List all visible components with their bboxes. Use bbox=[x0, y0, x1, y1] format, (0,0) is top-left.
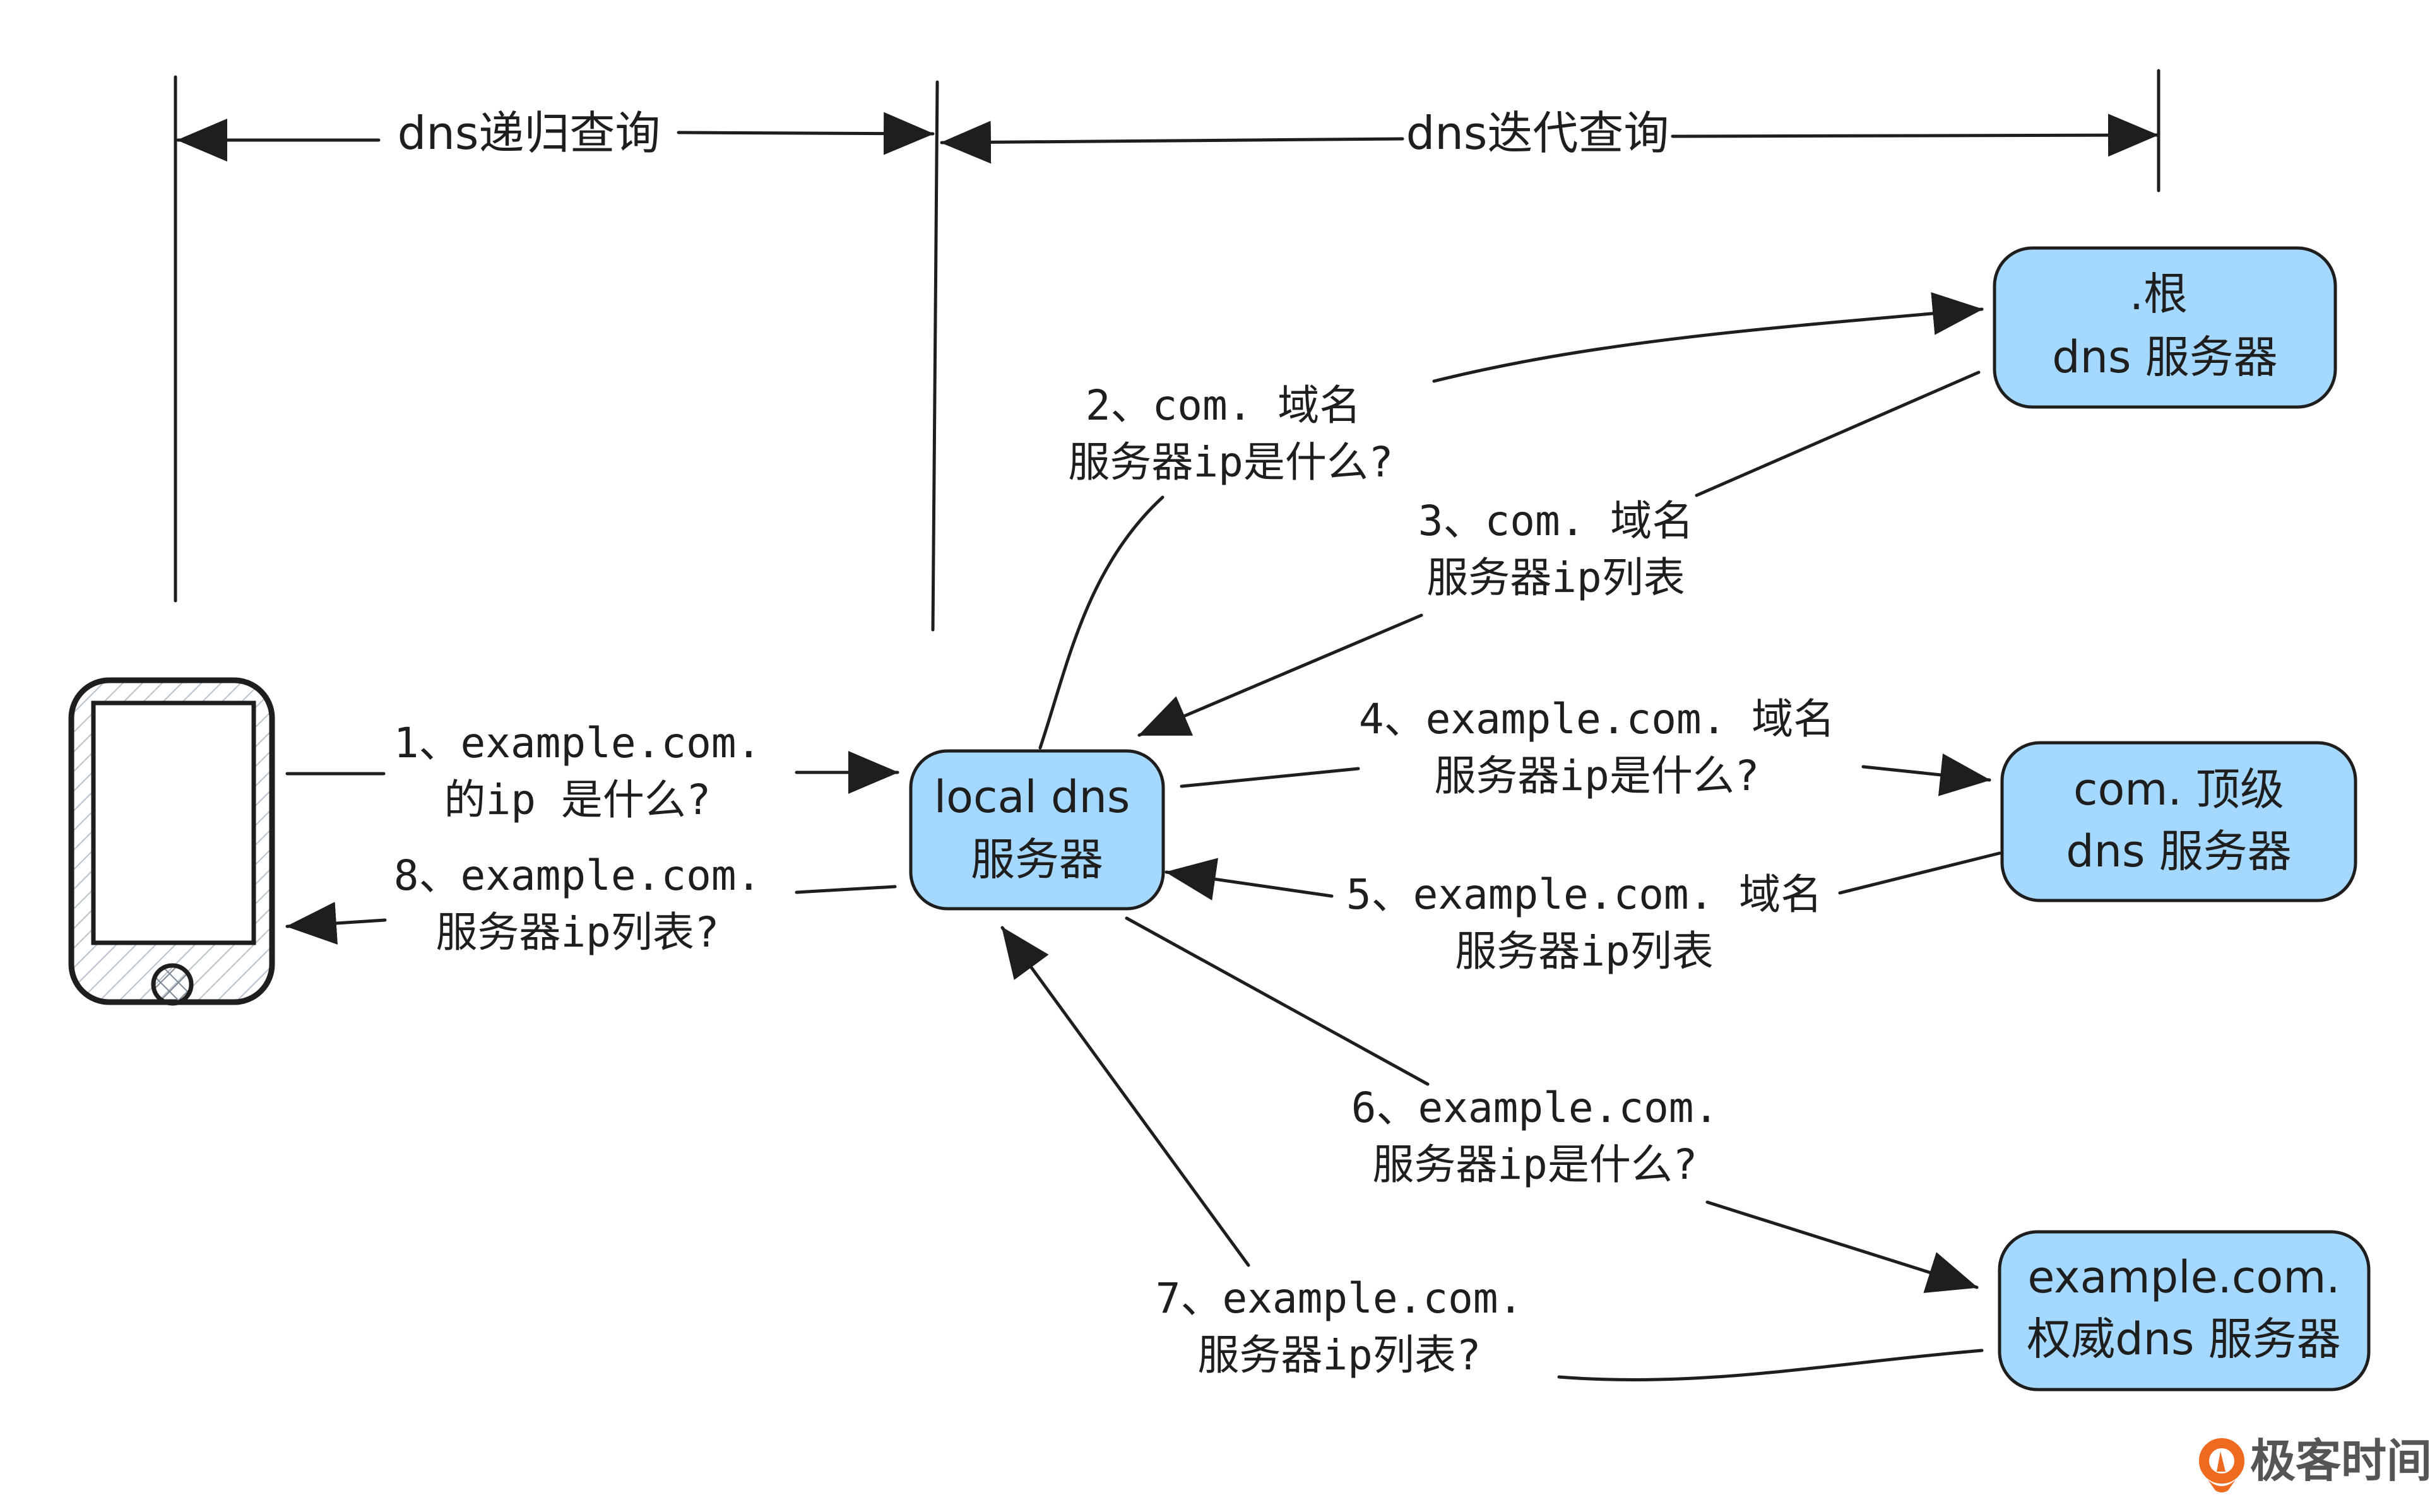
geektime-watermark: 极客时间 bbox=[2199, 1434, 2430, 1492]
iterative-query-span: dns迭代查询 bbox=[940, 107, 2159, 164]
step-8-edge: 8、example.com. 服务器ip列表? bbox=[285, 851, 897, 957]
step-3-edge: 3、com. 域名 服务器ip列表 bbox=[1137, 370, 1981, 737]
step-2-line1: 2、com. 域名 bbox=[1086, 381, 1361, 430]
step-7-line1: 7、example.com. bbox=[1156, 1274, 1524, 1323]
local-dns-server-node[interactable]: local dns 服务器 bbox=[909, 749, 1165, 911]
root-dns-line1: .根 bbox=[2130, 268, 2188, 320]
step-6-line2: 服务器ip是什么? bbox=[1372, 1140, 1697, 1189]
step-1-line2: 的ip 是什么? bbox=[444, 776, 711, 824]
step-4-line1: 4、example.com. 域名 bbox=[1359, 695, 1835, 743]
step-6-edge: 6、example.com. 服务器ip是什么? bbox=[1125, 916, 1979, 1293]
step-3-line2: 服务器ip列表 bbox=[1426, 553, 1685, 602]
root-dns-line2: dns 服务器 bbox=[2052, 331, 2278, 383]
step-1-edge: 1、example.com. 的ip 是什么? bbox=[285, 719, 899, 824]
step-6-line1: 6、example.com. bbox=[1351, 1084, 1719, 1132]
tld-dns-server-node[interactable]: com. 顶级 dns 服务器 bbox=[2000, 741, 2357, 902]
geektime-logo-icon bbox=[2199, 1438, 2244, 1492]
local-dns-line1: local dns bbox=[934, 771, 1130, 823]
tld-dns-line1: com. 顶级 bbox=[2073, 764, 2284, 815]
step-5-line1: 5、example.com. 域名 bbox=[1346, 870, 1822, 919]
step-8-line2: 服务器ip列表? bbox=[436, 908, 719, 957]
step-1-line1: 1、example.com. bbox=[394, 719, 762, 767]
iterative-query-label: dns迭代查询 bbox=[1406, 107, 1669, 160]
local-dns-line2: 服务器 bbox=[971, 834, 1103, 885]
step-8-line1: 8、example.com. bbox=[394, 851, 762, 900]
watermark-text: 极客时间 bbox=[2250, 1434, 2430, 1487]
recursive-query-label: dns递归查询 bbox=[398, 107, 661, 160]
auth-dns-line1: example.com. bbox=[2027, 1251, 2340, 1303]
phone-icon bbox=[68, 677, 275, 1006]
recursive-query-span: dns递归查询 bbox=[176, 107, 935, 162]
step-4-line2: 服务器ip是什么? bbox=[1434, 752, 1759, 800]
step-5-edge: 5、example.com. 域名 服务器ip列表 bbox=[1165, 851, 2001, 976]
authoritative-dns-server-node[interactable]: example.com. 权威dns 服务器 bbox=[1998, 1230, 2371, 1391]
step-4-edge: 4、example.com. 域名 服务器ip是什么? bbox=[1180, 695, 1991, 800]
step-2-edge: 2、com. 域名 服务器ip是什么? bbox=[1038, 292, 1984, 750]
step-7-edge: 7、example.com. 服务器ip列表? bbox=[1000, 926, 1984, 1382]
step-2-line2: 服务器ip是什么? bbox=[1068, 438, 1393, 487]
boundary-line-local bbox=[931, 80, 939, 632]
step-5-line2: 服务器ip列表 bbox=[1455, 927, 1713, 976]
step-7-line2: 服务器ip列表? bbox=[1197, 1331, 1481, 1379]
root-dns-server-node[interactable]: .根 dns 服务器 bbox=[1993, 246, 2337, 409]
step-3-line1: 3、com. 域名 bbox=[1418, 497, 1693, 545]
tld-dns-line2: dns 服务器 bbox=[2066, 825, 2292, 877]
auth-dns-line2: 权威dns 服务器 bbox=[2027, 1313, 2341, 1365]
